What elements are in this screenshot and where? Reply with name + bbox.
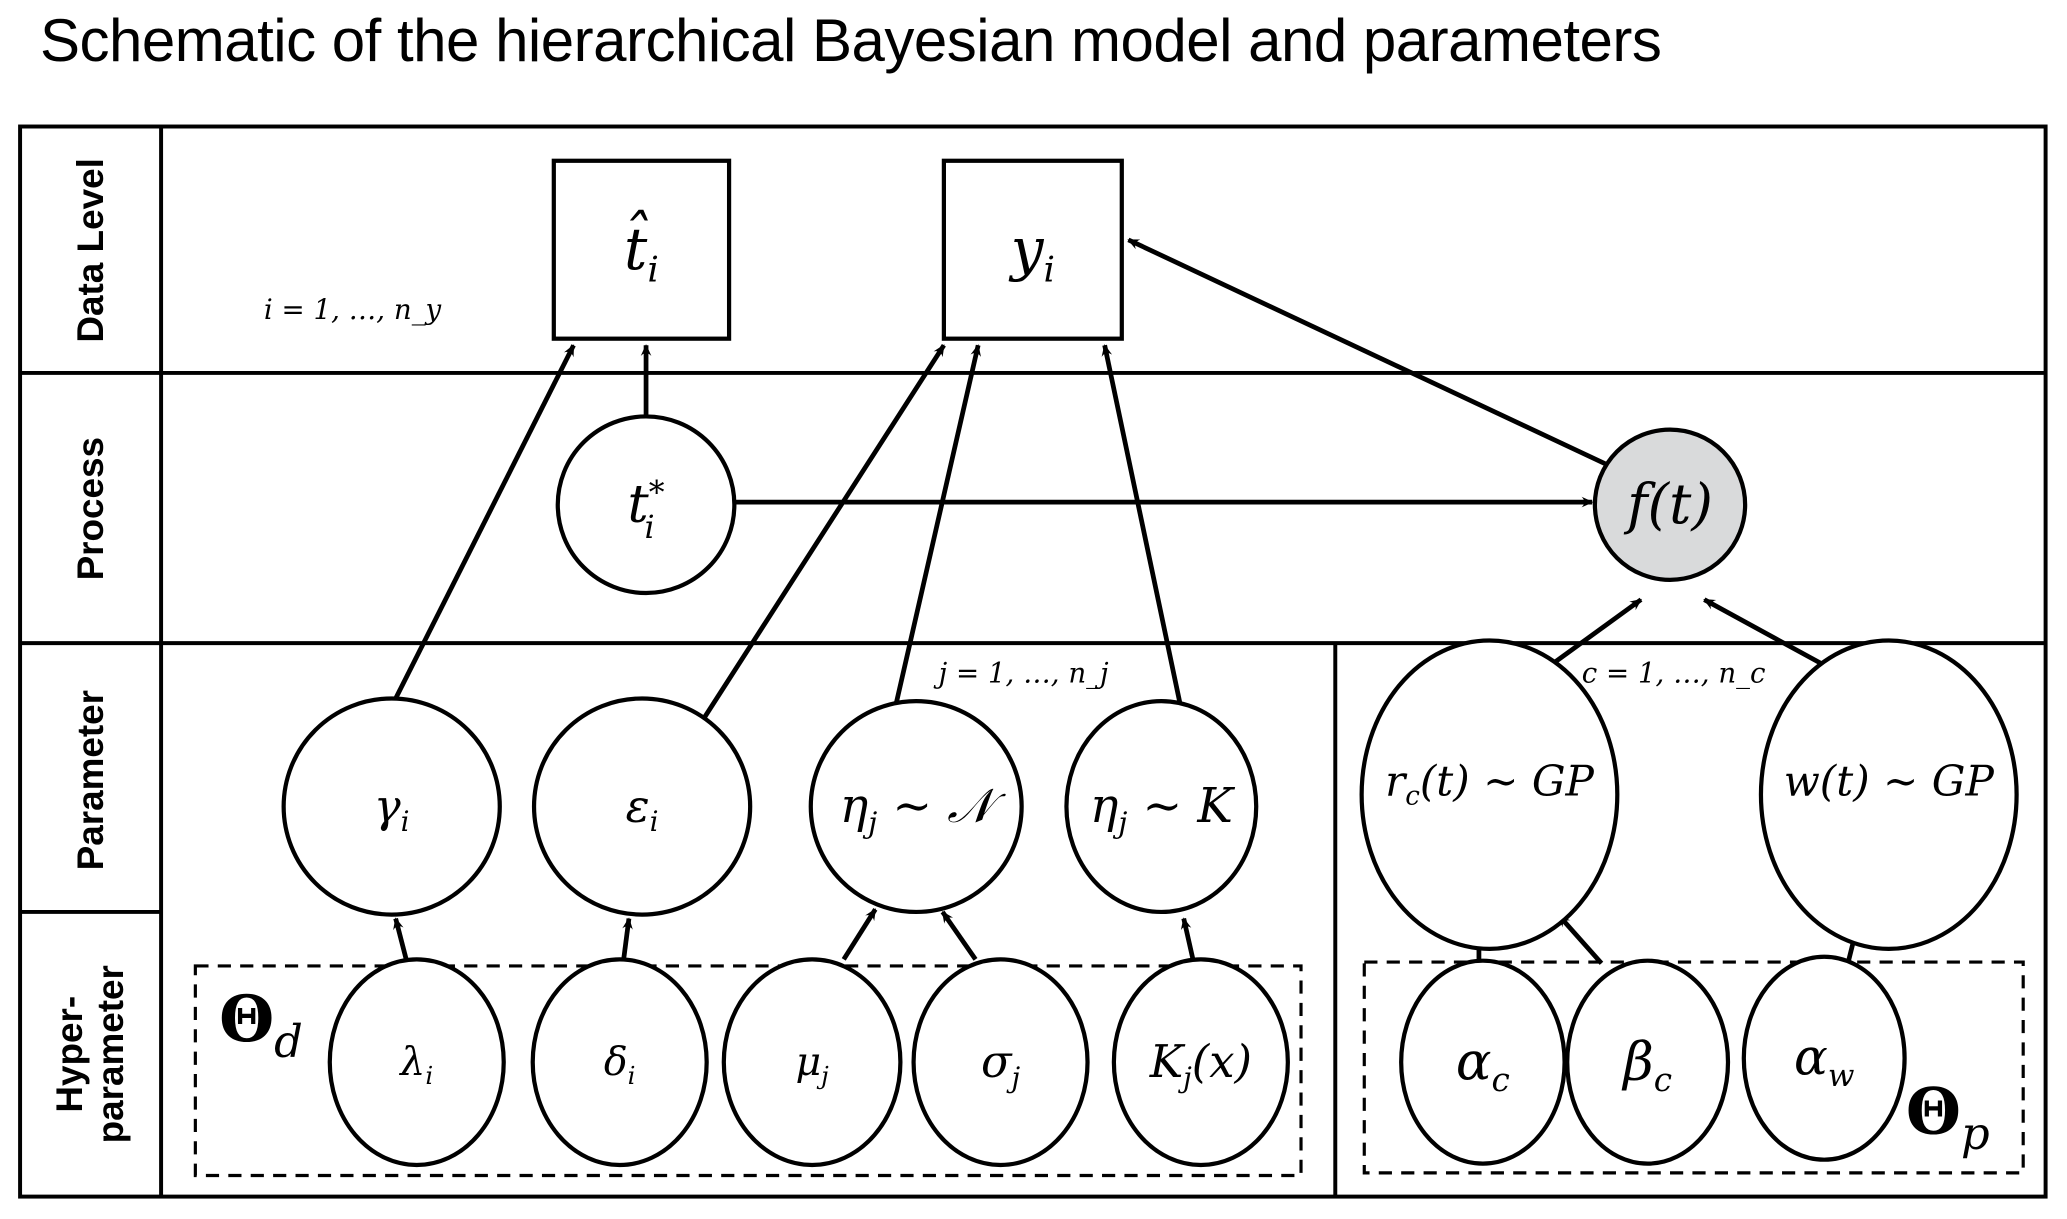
edge-mu-to-eta-n bbox=[841, 908, 878, 961]
node-mu: μj bbox=[721, 957, 903, 1168]
row-label-hyper-line1: Hyper- bbox=[49, 996, 90, 1113]
edge-lambda-to-gamma bbox=[393, 917, 409, 960]
node-label: ηj ∼ K bbox=[1090, 779, 1235, 839]
edge-epsilon-to-y bbox=[699, 343, 946, 724]
node-label: γi bbox=[374, 779, 410, 838]
edge-eta-k-to-y bbox=[1101, 344, 1183, 703]
node-circle bbox=[531, 696, 753, 917]
edge-delta-to-epsilon bbox=[621, 917, 633, 960]
node-circle bbox=[1741, 954, 1907, 1162]
node-label: rc(t) ∼ GP bbox=[1385, 756, 1594, 811]
node-circle bbox=[1111, 957, 1290, 1168]
edge-f-to-y bbox=[1127, 237, 1607, 467]
node-epsilon: εi bbox=[531, 696, 753, 917]
node-label: t̂i bbox=[624, 209, 659, 290]
table-frame bbox=[18, 124, 2048, 1199]
theta-d-label: Θd bbox=[219, 982, 303, 1068]
node-t-hat: t̂i bbox=[551, 158, 732, 341]
edge-sigma-to-eta-n bbox=[940, 910, 978, 961]
node-lambda: λi bbox=[327, 957, 506, 1168]
edges bbox=[393, 237, 1862, 965]
plate-label-j: j = 1, …, n_j bbox=[933, 657, 1109, 690]
row-label-hyper-line2: parameter bbox=[90, 965, 131, 1143]
edge-kernel-to-eta-k bbox=[1180, 917, 1196, 960]
node-label: yi bbox=[1008, 215, 1055, 291]
node-circle bbox=[1565, 958, 1731, 1166]
node-label: f(t) bbox=[1623, 473, 1713, 537]
node-circle bbox=[1359, 638, 1620, 951]
node-label: ηj ∼ 𝒩 bbox=[840, 779, 1006, 839]
node-circle bbox=[530, 957, 709, 1168]
node-f: f(t) bbox=[1592, 427, 1748, 582]
edge-eta-n-to-y bbox=[894, 344, 981, 703]
node-label: λi bbox=[398, 1039, 433, 1090]
theta-p-group bbox=[1362, 960, 2025, 1175]
node-label: Kj(x) bbox=[1149, 1035, 1252, 1094]
node-label: αw bbox=[1794, 1029, 1854, 1094]
node-label: t*i bbox=[628, 474, 665, 546]
row-label-process: Process bbox=[70, 437, 111, 581]
node-r-c: rc(t) ∼ GP bbox=[1359, 638, 1620, 951]
node-label: βc bbox=[1621, 1032, 1672, 1100]
plate-label-c: c = 1, …, n_c bbox=[1582, 657, 1766, 690]
outer-border bbox=[18, 124, 2048, 1199]
edge-r-c-to-f bbox=[1543, 597, 1643, 672]
node-label: μj bbox=[795, 1039, 829, 1090]
plate-label-i: i = 1, …, n_y bbox=[264, 293, 442, 326]
node-circle bbox=[911, 957, 1090, 1168]
node-t-star: t*i bbox=[555, 414, 737, 596]
node-circle bbox=[327, 957, 506, 1168]
node-circle bbox=[1399, 958, 1567, 1166]
nodes: t̂i yi t*i f(t) γi εi ηj ∼ 𝒩 ηj ∼ K rc(t) ∼ GP w(… bbox=[281, 158, 2019, 1168]
node-circle bbox=[1758, 638, 2019, 951]
node-sigma: σj bbox=[911, 957, 1090, 1168]
node-label: αc bbox=[1456, 1032, 1510, 1100]
node-label: δi bbox=[604, 1039, 636, 1090]
shaded-node-circle bbox=[1592, 427, 1748, 582]
edge-w-to-f bbox=[1703, 597, 1834, 672]
node-w: w(t) ∼ GP bbox=[1758, 638, 2019, 951]
node-circle bbox=[808, 698, 1024, 915]
node-label: w(t) ∼ GP bbox=[1784, 756, 1995, 805]
node-y: yi bbox=[941, 158, 1124, 341]
node-gamma: γi bbox=[281, 696, 502, 917]
node-alpha-w: αw bbox=[1741, 954, 1907, 1162]
observed-box bbox=[551, 158, 732, 341]
node-label: σj bbox=[981, 1035, 1021, 1094]
theta-d-group bbox=[193, 964, 1303, 1178]
theta-p-label: Θp bbox=[1906, 1074, 1990, 1160]
node-label: εi bbox=[626, 779, 659, 838]
edge-beta-c-to-r-c bbox=[1557, 914, 1604, 965]
row-label-parameter: Parameter bbox=[70, 690, 111, 870]
observed-box bbox=[941, 158, 1124, 341]
node-circle bbox=[281, 696, 502, 917]
node-kernel: Kj(x) bbox=[1111, 957, 1290, 1168]
diagram-title: Schematic of the hierarchical Bayesian m… bbox=[40, 7, 1662, 74]
node-eta-k: ηj ∼ K bbox=[1064, 698, 1259, 915]
node-alpha-c: αc bbox=[1399, 958, 1567, 1166]
node-circle bbox=[555, 414, 737, 596]
node-circle bbox=[1064, 698, 1259, 915]
node-eta-n: ηj ∼ 𝒩 bbox=[808, 698, 1024, 915]
node-circle bbox=[721, 957, 903, 1168]
node-delta: δi bbox=[530, 957, 709, 1168]
edge-gamma-to-t-hat bbox=[393, 344, 576, 700]
node-beta-c: βc bbox=[1565, 958, 1731, 1166]
row-label-data-level: Data Level bbox=[70, 158, 111, 342]
